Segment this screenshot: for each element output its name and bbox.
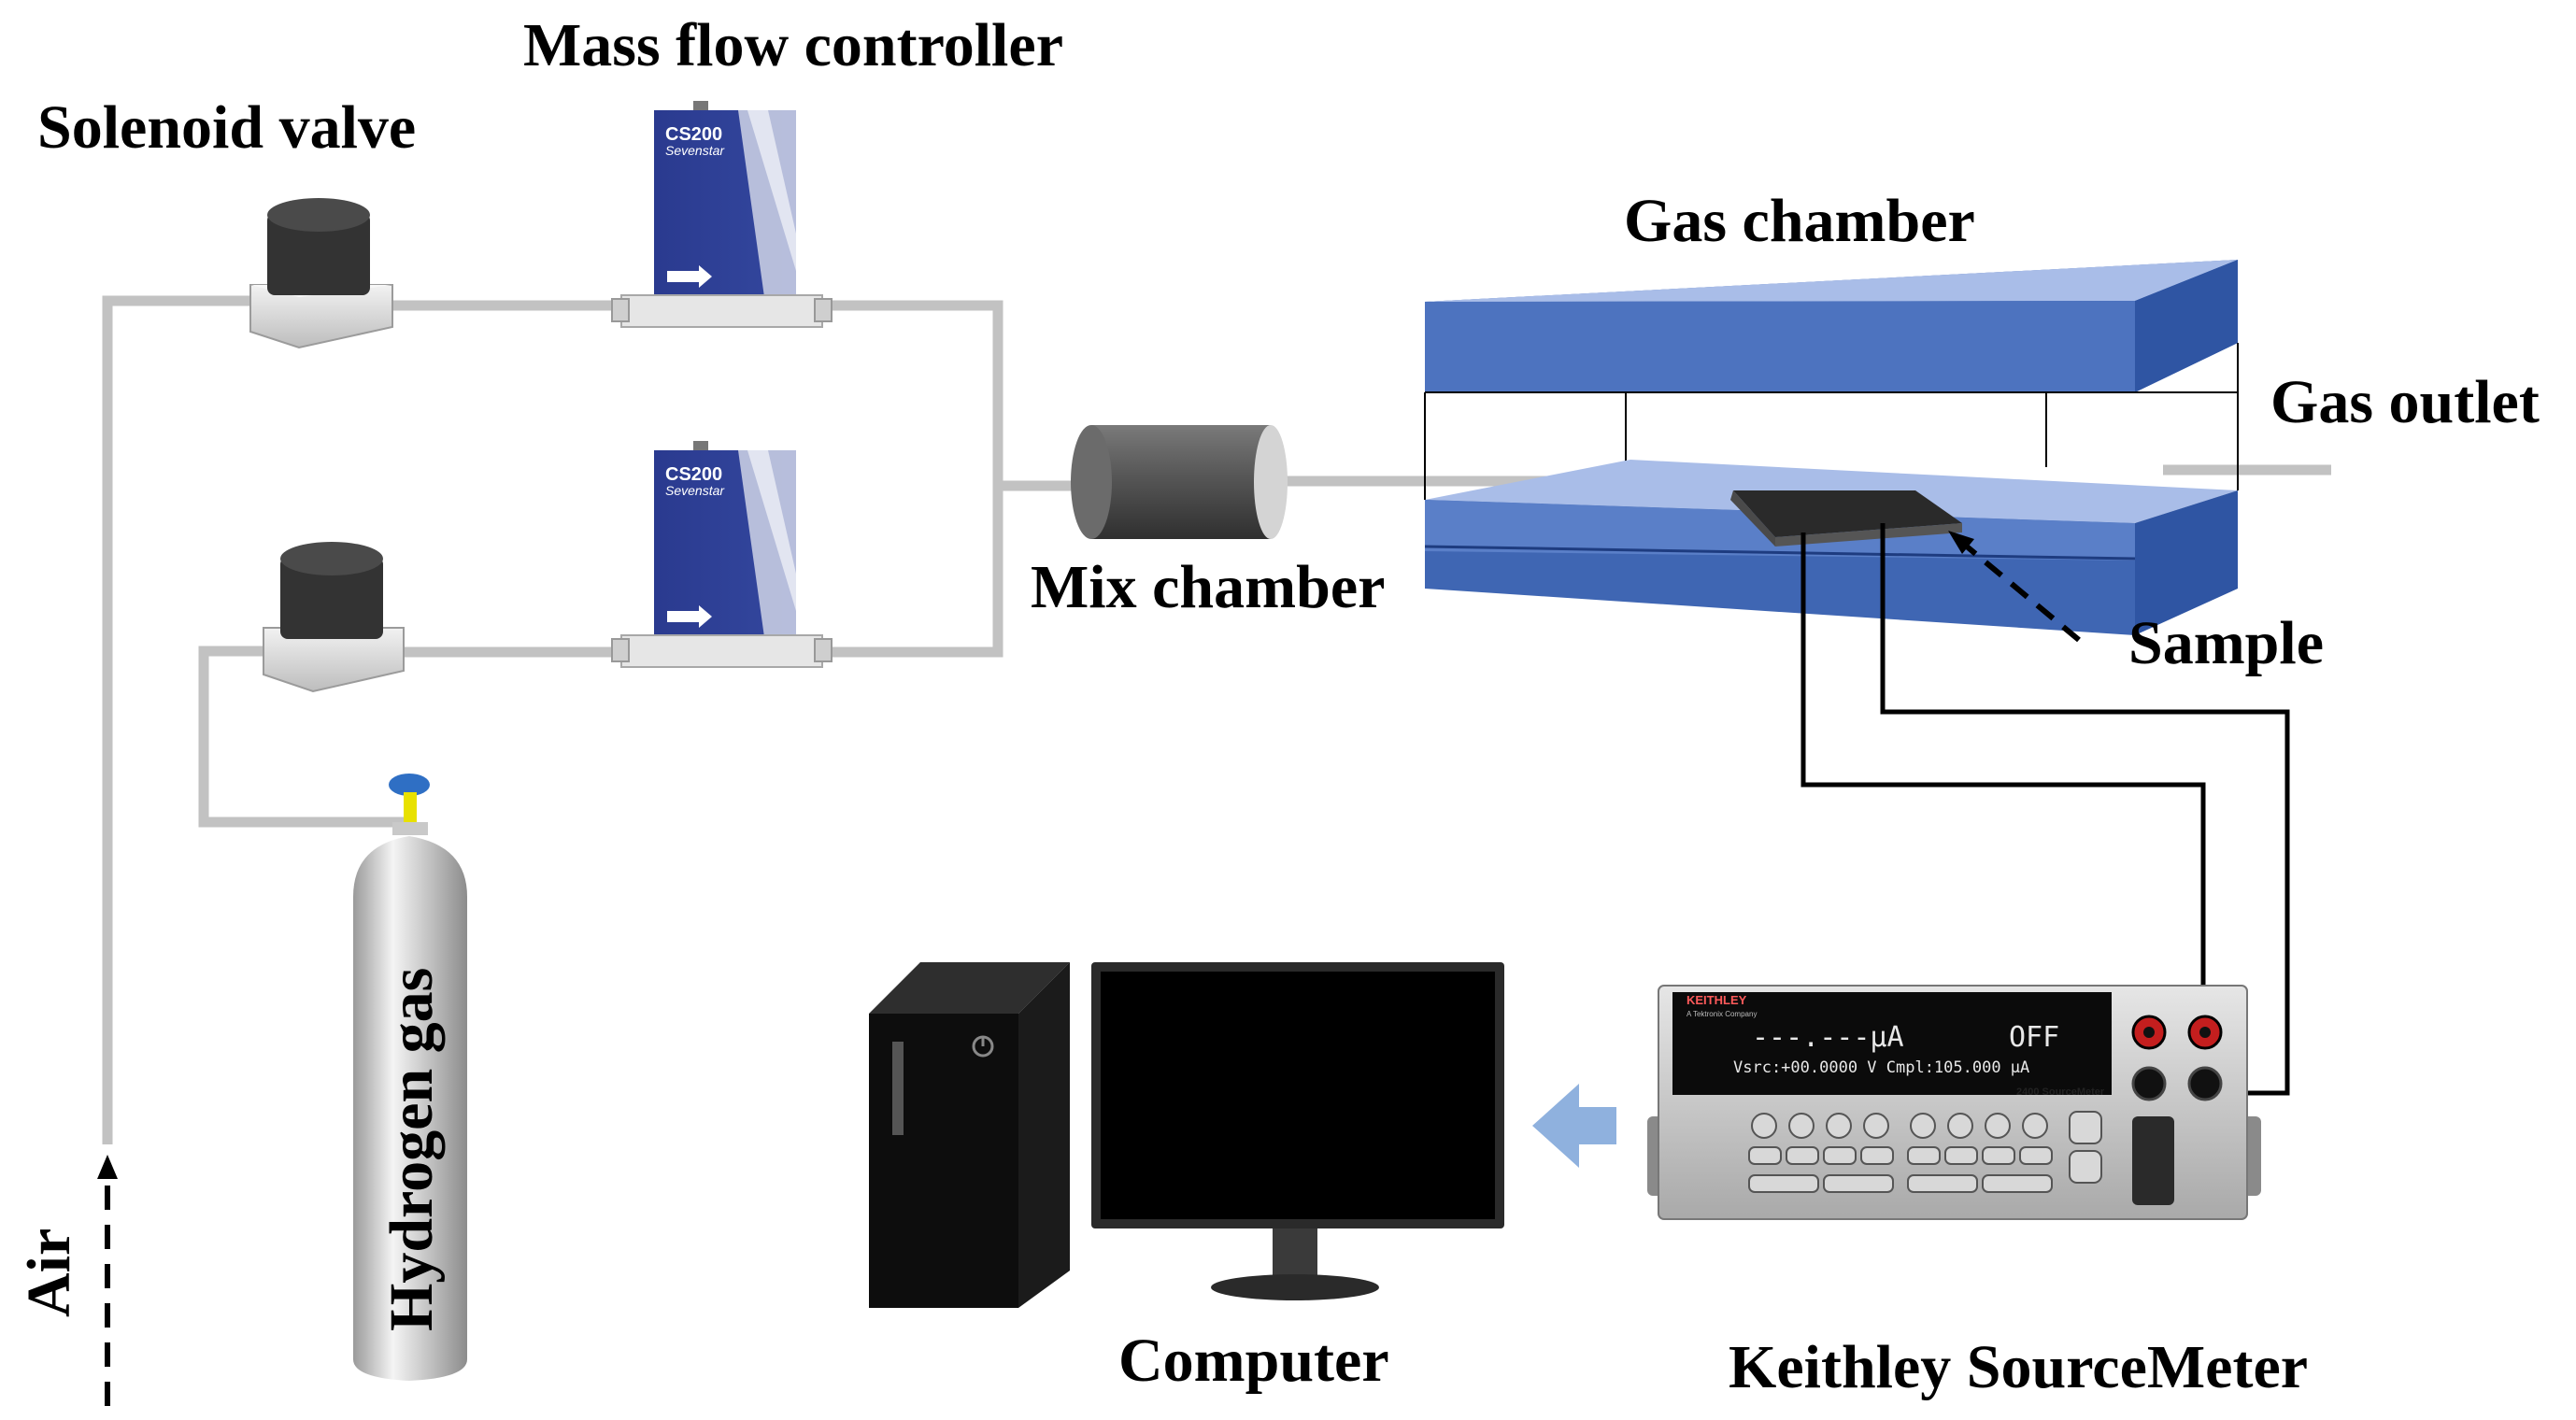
meter-display-main: ---.---μA <box>1752 1021 1904 1054</box>
meter-display-line2: Vsrc:+00.0000 V Cmpl:105.000 μA <box>1733 1058 2029 1077</box>
mass-flow-controller-top: CS200 Sevenstar <box>611 101 833 328</box>
label-air: Air <box>15 1228 83 1317</box>
gas-tubing <box>102 295 2331 1144</box>
meter-brand: KEITHLEY <box>1686 993 1747 1007</box>
sample-pointer-arrow <box>1948 531 2081 643</box>
mix-chamber <box>1071 425 1288 539</box>
hydrogen-cylinder <box>353 774 467 1381</box>
meter-model: 2400 SourceMeter <box>2016 1086 2105 1098</box>
label-keithley-sourcemeter: Keithley SourceMeter <box>1729 1333 2308 1401</box>
label-gas-outlet: Gas outlet <box>2270 368 2540 436</box>
meter-display-status: OFF <box>2009 1021 2059 1054</box>
label-gas-chamber: Gas chamber <box>1624 187 1975 255</box>
keithley-sourcemeter: KEITHLEY A Tektronix Company ---.---μA O… <box>1647 985 2261 1220</box>
data-transfer-arrow <box>1532 1084 1616 1168</box>
air-inlet-arrow <box>97 1155 118 1406</box>
label-computer: Computer <box>1118 1327 1389 1395</box>
meter-brand-sub: A Tektronix Company <box>1686 1010 1757 1018</box>
mass-flow-controller-bottom: CS200 Sevenstar <box>611 441 833 668</box>
solenoid-valve-bottom <box>263 542 405 693</box>
solenoid-valve-top <box>249 198 393 349</box>
label-sample: Sample <box>2128 609 2324 677</box>
label-solenoid-valve: Solenoid valve <box>37 93 416 162</box>
mfc-top-model: CS200 <box>665 124 722 145</box>
label-mass-flow-controller: Mass flow controller <box>523 11 1063 79</box>
label-mix-chamber: Mix chamber <box>1031 553 1385 621</box>
mfc-top-brand: Sevenstar <box>665 143 725 158</box>
label-hydrogen-gas: Hydrogen gas <box>377 968 446 1331</box>
mfc-bottom-model: CS200 <box>665 464 722 485</box>
gas-chamber <box>1424 260 2239 635</box>
computer <box>869 962 1504 1308</box>
mfc-bottom-brand: Sevenstar <box>665 483 725 498</box>
